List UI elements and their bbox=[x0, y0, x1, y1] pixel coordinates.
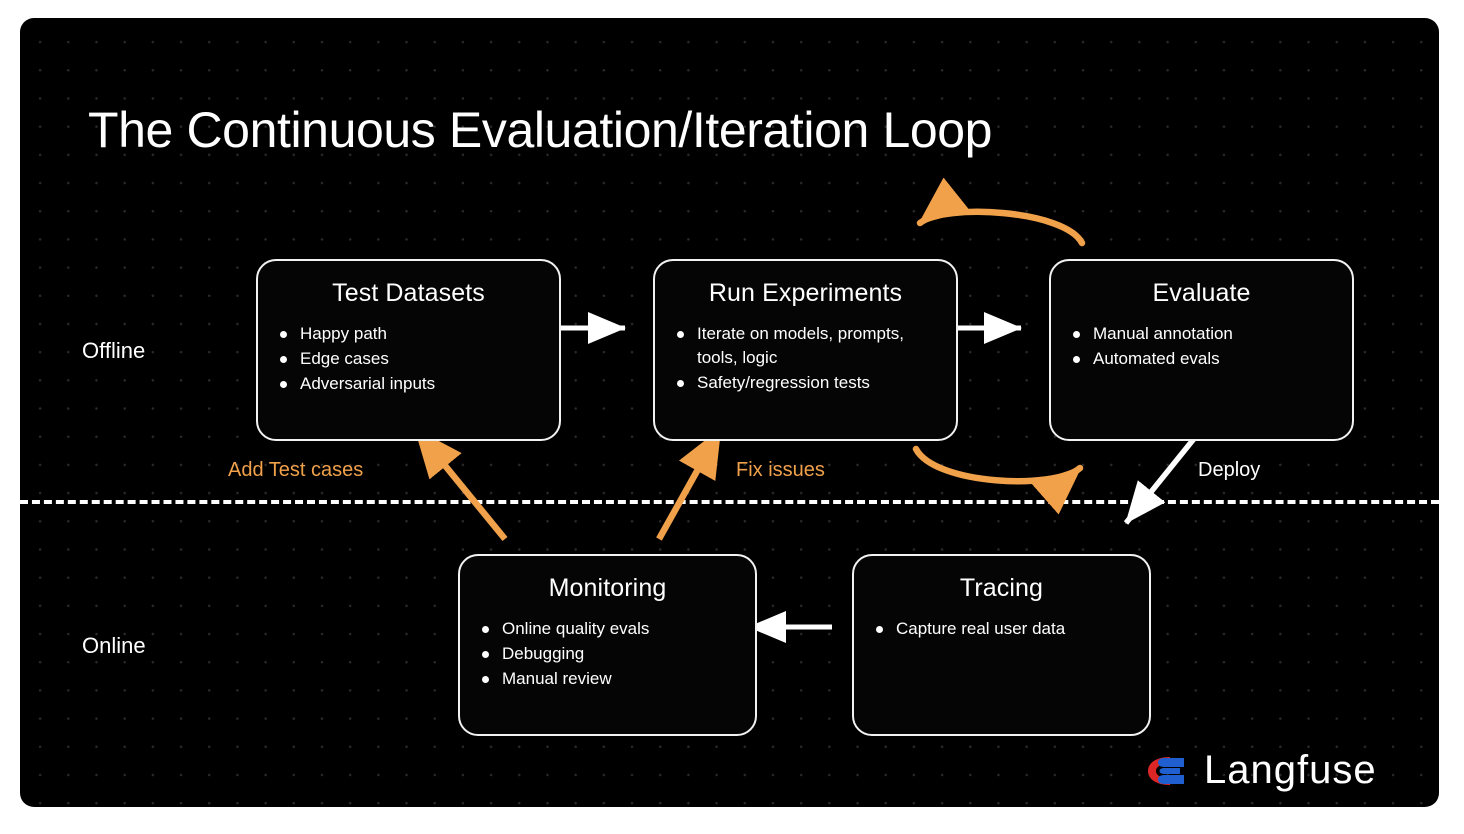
brand-logo: Langfuse bbox=[1140, 748, 1377, 793]
lane-label-offline: Offline bbox=[82, 338, 146, 363]
list-item: Happy path bbox=[280, 322, 549, 346]
node-evaluate[interactable]: Evaluate Manual annotation Automated eva… bbox=[1049, 259, 1354, 441]
node-bullet-list: Online quality evals Debugging Manual re… bbox=[460, 617, 755, 691]
node-title: Tracing bbox=[959, 574, 1044, 602]
node-bullet-list: Happy path Edge cases Adversarial inputs bbox=[258, 322, 559, 396]
list-item: Safety/regression tests bbox=[677, 371, 946, 395]
arrow-evaluate-to-tracing bbox=[1123, 428, 1204, 525]
edge-label-deploy: Deploy bbox=[1198, 459, 1261, 481]
list-item: Edge cases bbox=[280, 347, 549, 371]
list-item: Debugging bbox=[482, 642, 745, 666]
node-title: Monitoring bbox=[548, 574, 667, 602]
arrow-monitoring-to-test-datasets bbox=[413, 427, 508, 542]
lane-label-online: Online bbox=[82, 633, 146, 658]
node-title: Evaluate bbox=[1152, 279, 1251, 307]
node-bullet-list: Capture real user data bbox=[854, 617, 1149, 641]
arrow-monitoring-to-run-experiments bbox=[656, 427, 723, 541]
list-item: Manual review bbox=[482, 667, 745, 691]
diagram-canvas: The Continuous Evaluation/Iteration Loop… bbox=[20, 18, 1439, 807]
list-item: Adversarial inputs bbox=[280, 372, 549, 396]
node-bullet-list: Manual annotation Automated evals bbox=[1051, 322, 1352, 371]
node-monitoring[interactable]: Monitoring Online quality evals Debuggin… bbox=[458, 554, 757, 736]
node-title: Test Datasets bbox=[332, 279, 485, 307]
node-run-experiments[interactable]: Run Experiments Iterate on models, promp… bbox=[653, 259, 958, 441]
list-item: Capture real user data bbox=[876, 617, 1139, 641]
offline-online-divider bbox=[20, 500, 1439, 504]
list-item: Iterate on models, prompts, tools, logic bbox=[677, 322, 946, 370]
brand-name: Langfuse bbox=[1204, 748, 1377, 792]
arrow-loop-evaluate-to-run-experiments bbox=[916, 177, 1086, 247]
node-bullet-list: Iterate on models, prompts, tools, logic… bbox=[655, 322, 956, 395]
langfuse-logo-icon bbox=[1148, 756, 1184, 785]
arrow-loop-run-experiments-to-evaluate bbox=[912, 445, 1084, 515]
node-tracing[interactable]: Tracing Capture real user data bbox=[852, 554, 1151, 736]
node-test-datasets[interactable]: Test Datasets Happy path Edge cases Adve… bbox=[256, 259, 561, 441]
list-item: Manual annotation bbox=[1073, 322, 1342, 346]
edge-label-fix-issues: Fix issues bbox=[736, 459, 825, 481]
node-title: Run Experiments bbox=[708, 279, 903, 307]
list-item: Automated evals bbox=[1073, 347, 1342, 371]
list-item: Online quality evals bbox=[482, 617, 745, 641]
page-title: The Continuous Evaluation/Iteration Loop bbox=[88, 102, 993, 158]
edge-label-add-test-cases: Add Test cases bbox=[228, 459, 364, 481]
